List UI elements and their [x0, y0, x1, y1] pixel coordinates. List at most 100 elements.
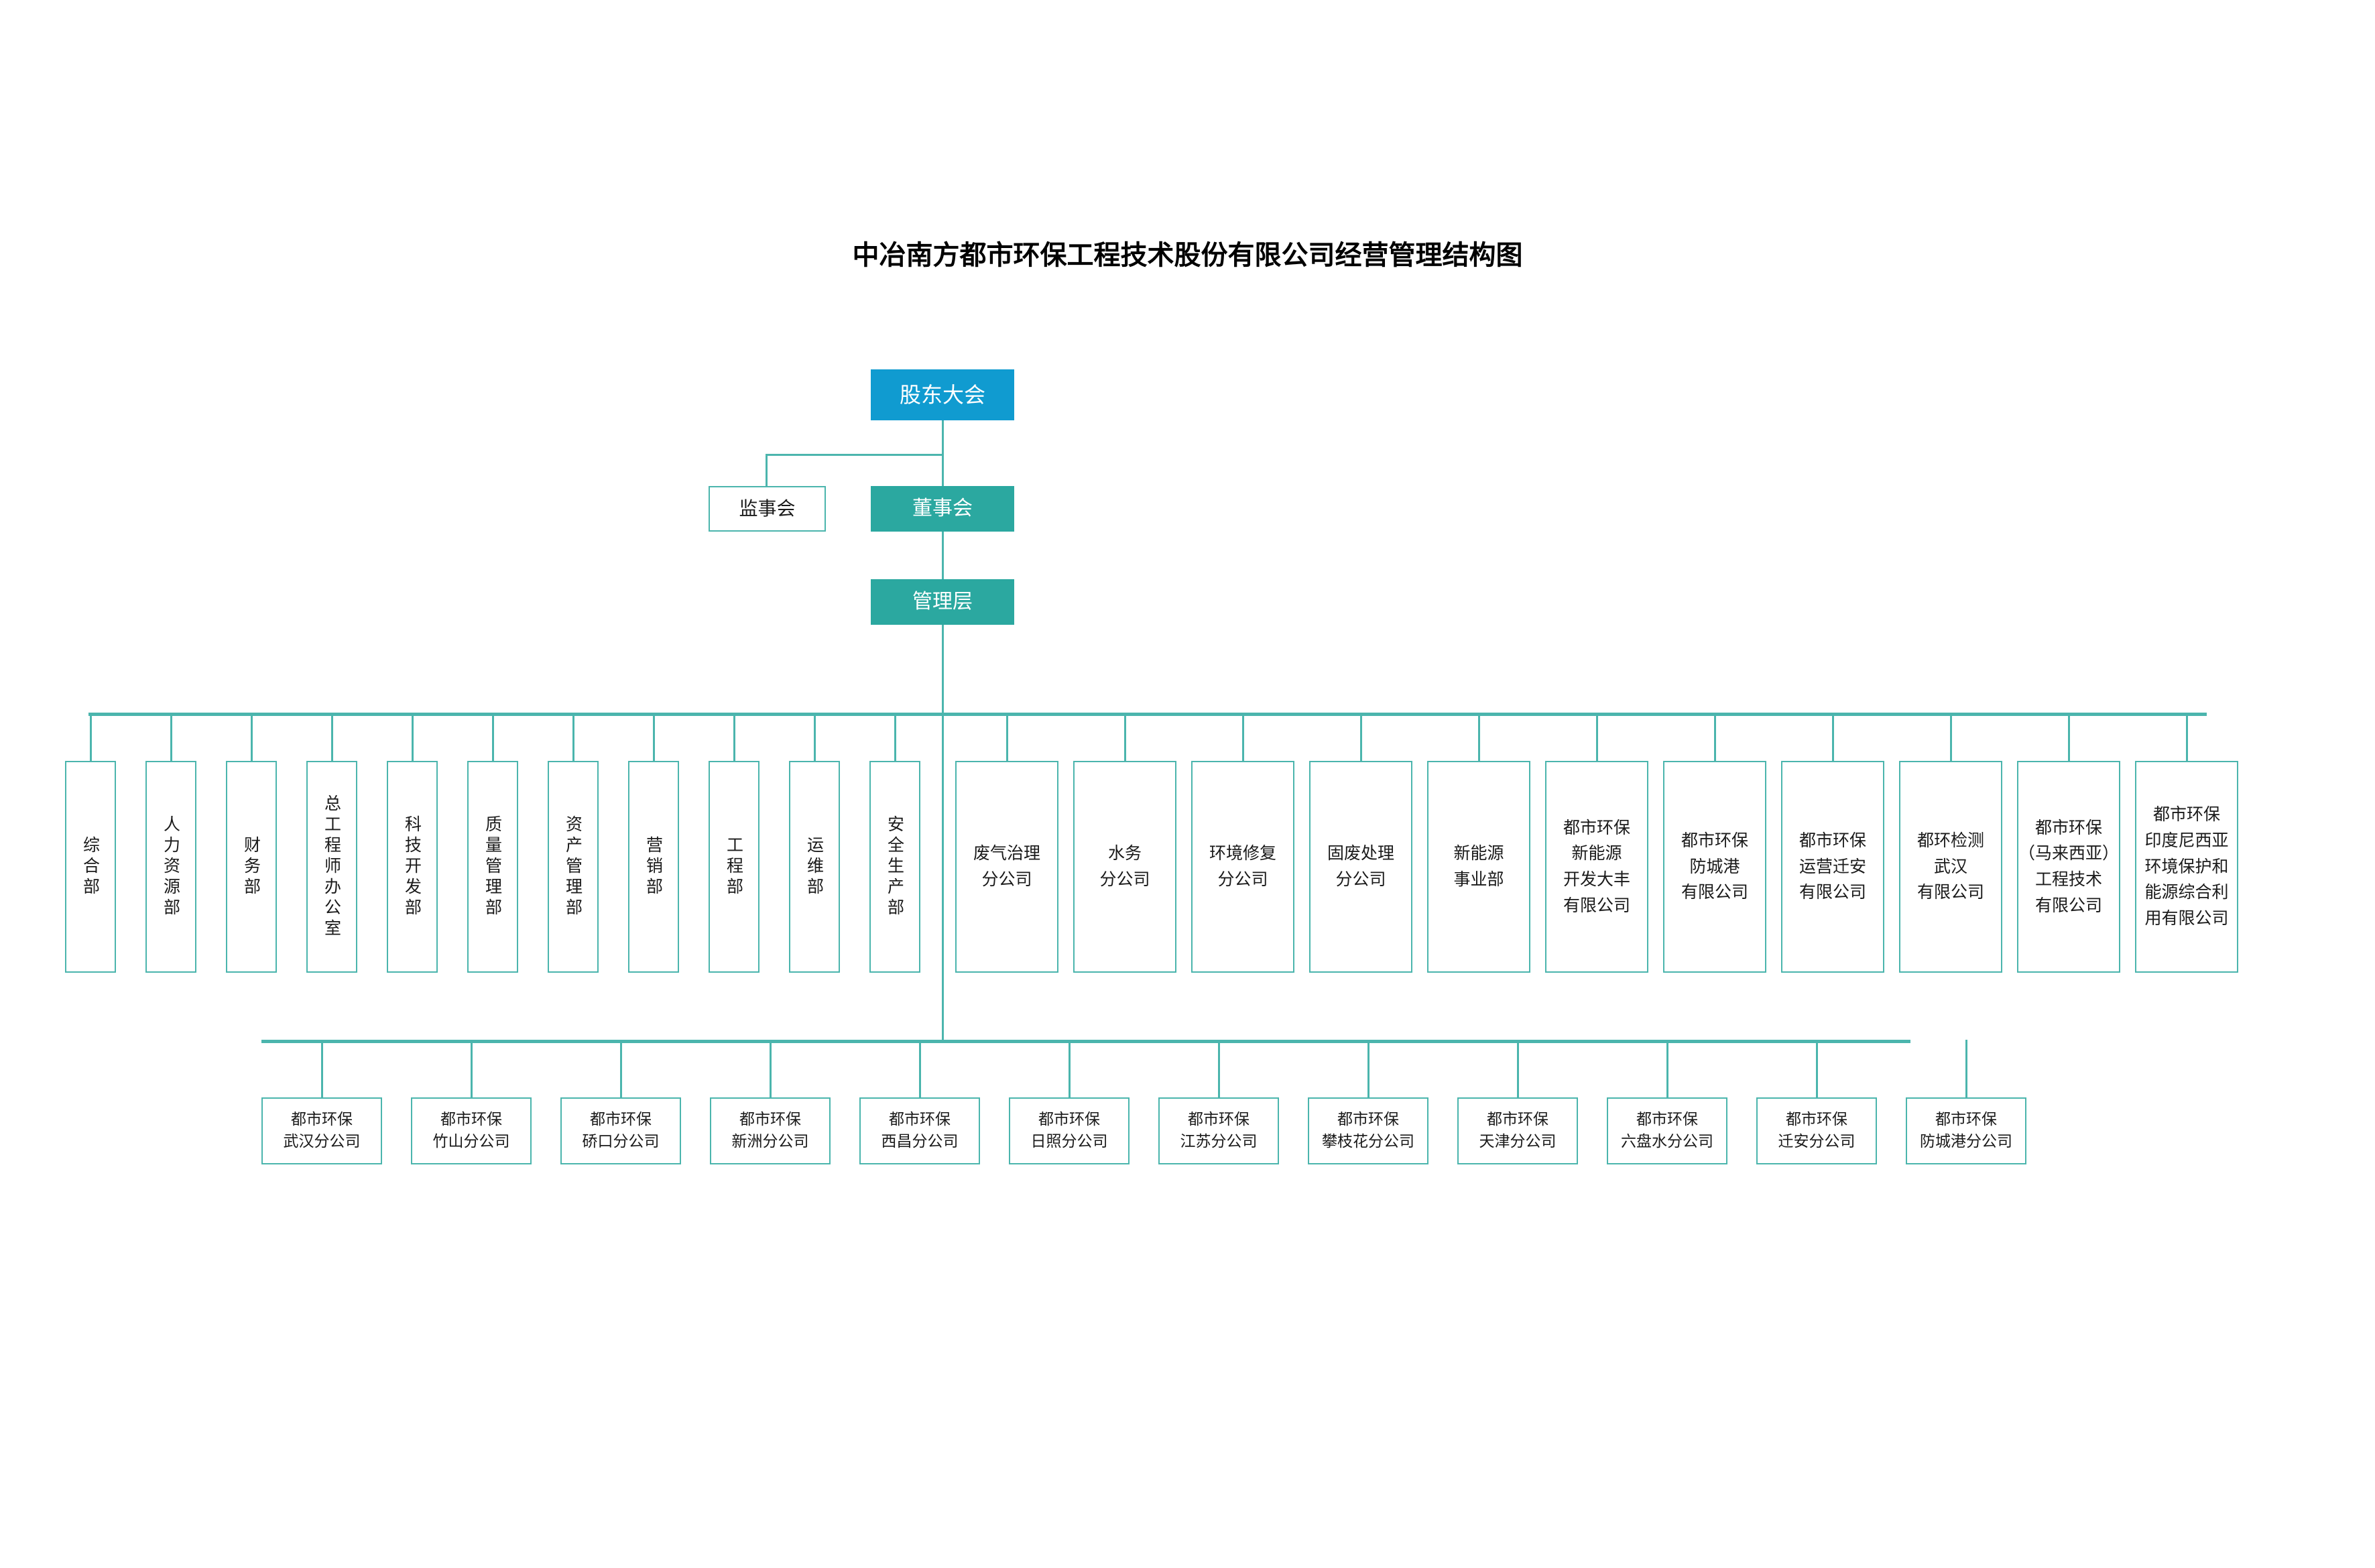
connector-branch-stem-3: [769, 1040, 772, 1097]
node-shareholders-meeting[interactable]: 股东大会: [871, 369, 1014, 420]
subsidiary-label: 环境修复 分公司: [1209, 843, 1276, 889]
branch-label: 都市环保 六盘水分公司: [1621, 1110, 1713, 1150]
node-subsidiary-2[interactable]: 环境修复 分公司: [1191, 761, 1294, 973]
node-management-layer[interactable]: 管理层: [871, 579, 1014, 625]
branch-label: 都市环保 防城港分公司: [1920, 1110, 2012, 1150]
subsidiary-label: 都市环保 防城港 有限公司: [1681, 830, 1748, 902]
department-label: 综合部: [80, 835, 101, 898]
connector-branch-stem-6: [1217, 1040, 1220, 1097]
connector-subsidiary-stem-1: [1123, 713, 1126, 761]
connector-department-stem-0: [89, 713, 92, 761]
connector-branch-stem-1: [470, 1040, 473, 1097]
node-department-4[interactable]: 科技开发部: [387, 761, 438, 973]
department-label: 安全生产部: [885, 815, 905, 919]
connector-department-bus: [88, 713, 2207, 716]
connector-department-stem-2: [250, 713, 253, 761]
node-subsidiary-4[interactable]: 新能源 事业部: [1427, 761, 1530, 973]
connector-department-stem-3: [330, 713, 333, 761]
connector-board-management: [942, 532, 944, 579]
connector-subsidiary-stem-0: [1006, 713, 1008, 761]
node-subsidiary-7[interactable]: 都市环保 运营迁安 有限公司: [1781, 761, 1884, 973]
subsidiary-label: 水务 分公司: [1099, 843, 1150, 889]
node-department-2[interactable]: 财务部: [226, 761, 277, 973]
node-branch-5[interactable]: 都市环保 日照分公司: [1009, 1097, 1130, 1164]
department-label: 资产管理部: [563, 815, 583, 919]
connector-department-stem-5: [491, 713, 494, 761]
branch-label: 都市环保 西昌分公司: [881, 1110, 959, 1150]
connector-subsidiary-stem-2: [1241, 713, 1244, 761]
department-label: 总工程师办公室: [322, 794, 342, 940]
node-subsidiary-0[interactable]: 废气治理 分公司: [955, 761, 1058, 973]
branch-label: 都市环保 新洲分公司: [731, 1110, 809, 1150]
node-branch-7[interactable]: 都市环保 攀枝花分公司: [1308, 1097, 1428, 1164]
node-subsidiary-1[interactable]: 水务 分公司: [1073, 761, 1176, 973]
subsidiary-label: 都市环保 新能源 开发大丰 有限公司: [1563, 817, 1630, 915]
connector-management-trunk: [942, 625, 944, 1040]
node-board-of-directors[interactable]: 董事会: [871, 486, 1014, 532]
node-subsidiary-5[interactable]: 都市环保 新能源 开发大丰 有限公司: [1545, 761, 1648, 973]
node-subsidiary-9[interactable]: 都市环保 （马来西亚） 工程技术 有限公司: [2017, 761, 2120, 973]
connector-shareholders-down: [942, 420, 944, 486]
connector-department-stem-4: [411, 713, 414, 761]
node-department-6[interactable]: 资产管理部: [548, 761, 599, 973]
connector-branch-stem-4: [918, 1040, 921, 1097]
department-label: 工程部: [724, 835, 744, 898]
node-department-8[interactable]: 工程部: [709, 761, 759, 973]
connector-subsidiary-stem-9: [2067, 713, 2070, 761]
connector-department-stem-7: [652, 713, 655, 761]
branch-label: 都市环保 竹山分公司: [432, 1110, 510, 1150]
branch-label: 都市环保 攀枝花分公司: [1322, 1110, 1414, 1150]
node-branch-0[interactable]: 都市环保 武汉分公司: [261, 1097, 382, 1164]
node-subsidiary-6[interactable]: 都市环保 防城港 有限公司: [1663, 761, 1766, 973]
node-subsidiary-3[interactable]: 固废处理 分公司: [1309, 761, 1412, 973]
connector-department-stem-6: [572, 713, 574, 761]
node-branch-10[interactable]: 都市环保 迁安分公司: [1756, 1097, 1877, 1164]
node-department-10[interactable]: 安全生产部: [869, 761, 920, 973]
connector-supervisory-down: [766, 454, 768, 486]
node-department-5[interactable]: 质量管理部: [467, 761, 518, 973]
connector-department-stem-8: [733, 713, 735, 761]
connector-department-stem-9: [813, 713, 816, 761]
node-branch-2[interactable]: 都市环保 硚口分公司: [560, 1097, 681, 1164]
connector-branch-stem-5: [1068, 1040, 1071, 1097]
connector-branch-stem-2: [619, 1040, 622, 1097]
department-label: 人力资源部: [161, 815, 181, 919]
node-supervisory-board[interactable]: 监事会: [709, 486, 826, 532]
subsidiary-label: 废气治理 分公司: [973, 843, 1040, 889]
department-label: 营销部: [644, 835, 664, 898]
node-branch-6[interactable]: 都市环保 江苏分公司: [1158, 1097, 1279, 1164]
branch-label: 都市环保 迁安分公司: [1778, 1110, 1855, 1150]
department-label: 科技开发部: [402, 815, 422, 919]
node-department-7[interactable]: 营销部: [628, 761, 679, 973]
node-branch-1[interactable]: 都市环保 竹山分公司: [411, 1097, 532, 1164]
subsidiary-label: 固废处理 分公司: [1327, 843, 1394, 889]
connector-branch-stem-11: [1965, 1040, 1967, 1097]
subsidiary-label: 都市环保 （马来西亚） 工程技术 有限公司: [2018, 817, 2120, 915]
subsidiary-label: 都市环保 印度尼西亚 环境保护和 能源综合利 用有限公司: [2144, 804, 2229, 928]
node-branch-4[interactable]: 都市环保 西昌分公司: [859, 1097, 980, 1164]
node-branch-3[interactable]: 都市环保 新洲分公司: [710, 1097, 831, 1164]
branch-label: 都市环保 硚口分公司: [582, 1110, 660, 1150]
connector-branch-stem-9: [1666, 1040, 1668, 1097]
node-department-1[interactable]: 人力资源部: [145, 761, 196, 973]
subsidiary-label: 都环检测 武汉 有限公司: [1916, 830, 1984, 902]
node-subsidiary-10[interactable]: 都市环保 印度尼西亚 环境保护和 能源综合利 用有限公司: [2135, 761, 2238, 973]
branch-label: 都市环保 武汉分公司: [283, 1110, 361, 1150]
subsidiary-label: 新能源 事业部: [1453, 843, 1504, 889]
node-branch-11[interactable]: 都市环保 防城港分公司: [1906, 1097, 2026, 1164]
page-title: 中冶南方都市环保工程技术股份有限公司经营管理结构图: [852, 240, 1523, 271]
connector-subsidiary-stem-6: [1713, 713, 1716, 761]
node-branch-8[interactable]: 都市环保 天津分公司: [1457, 1097, 1578, 1164]
node-department-3[interactable]: 总工程师办公室: [306, 761, 357, 973]
connector-subsidiary-stem-10: [2185, 713, 2188, 761]
connector-branch-stem-8: [1516, 1040, 1519, 1097]
connector-subsidiary-stem-4: [1477, 713, 1480, 761]
connector-shareholders-supervisory-horizontal: [766, 454, 944, 456]
node-department-9[interactable]: 运维部: [789, 761, 840, 973]
connector-department-stem-1: [170, 713, 172, 761]
node-branch-9[interactable]: 都市环保 六盘水分公司: [1607, 1097, 1727, 1164]
node-subsidiary-8[interactable]: 都环检测 武汉 有限公司: [1899, 761, 2002, 973]
node-department-0[interactable]: 综合部: [65, 761, 116, 973]
department-label: 运维部: [804, 835, 825, 898]
